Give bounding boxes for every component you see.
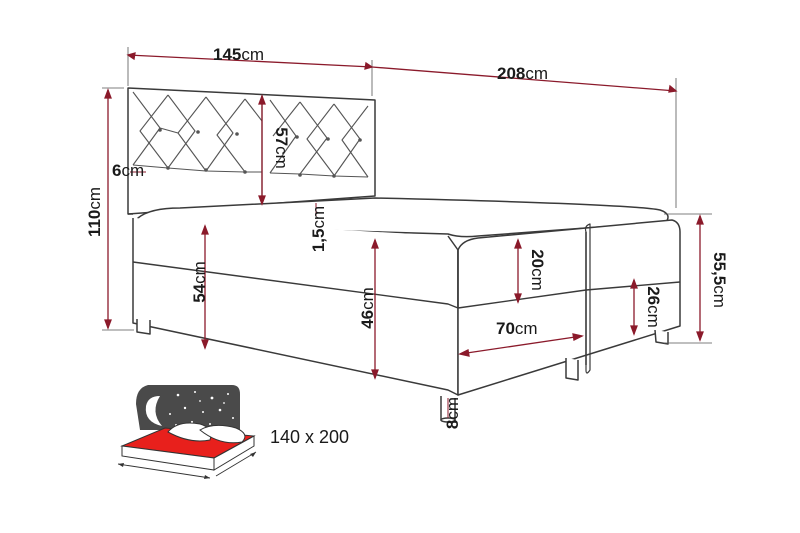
tufting-pattern <box>132 91 369 178</box>
headboard-height-label: 57cm <box>272 127 291 169</box>
total-height-label: 110cm <box>85 187 104 237</box>
leg-height-label: 8cm <box>443 397 462 429</box>
width-dim-line <box>127 54 373 68</box>
leg-front-mid <box>565 358 579 381</box>
lower-box-height-label: 26cm <box>644 286 663 328</box>
topper-thickness-label: 1,5cm <box>309 206 328 252</box>
dimension-labels: 145cm 208cm 110cm 57cm 6cm 1,5cm 54cm 46… <box>85 45 729 429</box>
headboard-thickness-label: 6cm <box>112 161 144 180</box>
front-seam <box>584 223 591 374</box>
leg-back-left <box>136 319 151 335</box>
length-label: 208cm <box>497 64 548 83</box>
base-height-label: 46cm <box>358 287 377 329</box>
dimension-lines <box>102 47 712 418</box>
sleeping-area-label: 140 x 200 <box>270 427 349 447</box>
mattress-height-label: 20cm <box>528 249 547 291</box>
width-label: 145cm <box>213 45 264 64</box>
pillow-icon <box>167 422 246 444</box>
drawer-dim-line <box>459 335 583 355</box>
stars <box>169 391 234 426</box>
tufting-buttons <box>158 128 362 178</box>
front-height-label: 54cm <box>190 261 209 303</box>
bed-storage-icon <box>117 385 257 479</box>
bed-drawing <box>127 87 681 423</box>
drawer-depth-label: 70cm <box>496 319 538 338</box>
extension-lines <box>102 47 712 344</box>
leg-front-right <box>654 329 669 345</box>
length-dim-line <box>371 66 677 92</box>
base-front <box>457 219 681 396</box>
base-side <box>132 218 459 396</box>
night-sky-icon <box>136 385 240 430</box>
side-height-label: 55,5cm <box>710 252 729 308</box>
